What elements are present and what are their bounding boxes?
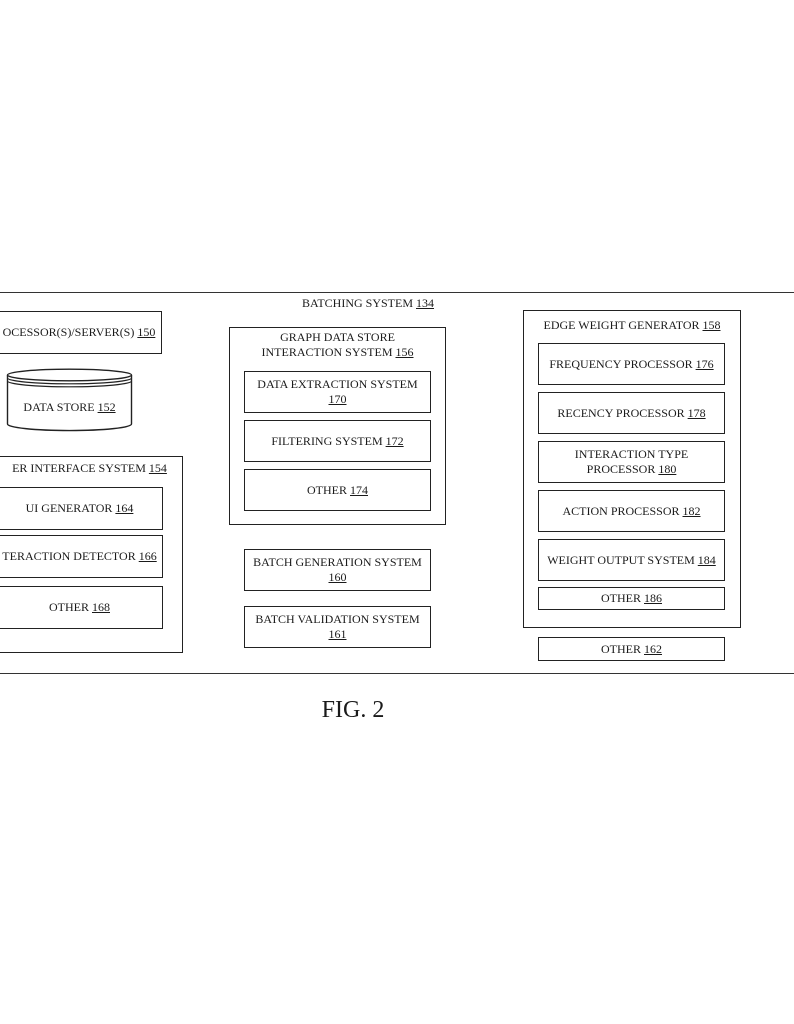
interaction-detector-ref: 166 — [138, 549, 157, 563]
figure-caption: FIG. 2 — [321, 697, 385, 723]
other-162-box: OTHER 162 — [538, 637, 725, 661]
processor-server-box: OCESSOR(S)/SERVER(S) 150 — [0, 311, 162, 354]
data-extraction-system-label: DATA EXTRACTION SYSTEM — [257, 377, 418, 391]
filtering-system-box: FILTERING SYSTEM 172 — [244, 420, 431, 462]
graph-data-store-title-line2: INTERACTION SYSTEM 156 — [230, 345, 445, 360]
other-162-label: OTHER — [601, 641, 641, 656]
other-162-ref: 162 — [644, 641, 662, 656]
batch-generation-system-label: BATCH GENERATION SYSTEM — [253, 555, 422, 569]
graph-other-ref: 174 — [350, 482, 368, 497]
edge-weight-other-box: OTHER 186 — [538, 587, 725, 610]
user-interface-system-label: ER INTERFACE SYSTEM — [12, 461, 146, 475]
frequency-processor-box: FREQUENCY PROCESSOR 176 — [538, 343, 725, 385]
frequency-processor-ref: 176 — [695, 356, 714, 371]
recency-processor-ref: 178 — [687, 405, 706, 420]
ui-generator-ref: 164 — [115, 501, 134, 515]
interaction-type-processor-label-line2: PROCESSOR — [586, 462, 656, 476]
processor-ref: 150 — [137, 325, 156, 339]
graph-other-label: OTHER — [307, 482, 347, 497]
edge-weight-other-label: OTHER — [601, 591, 641, 605]
database-icon — [6, 368, 133, 432]
interaction-type-processor-label-line1: INTERACTION TYPE — [574, 447, 689, 461]
data-store-ref: 152 — [97, 400, 116, 414]
interaction-detector-label: TERACTION DETECTOR — [2, 549, 136, 563]
user-interface-system-box: ER INTERFACE SYSTEM 154 — [0, 456, 183, 653]
graph-data-store-interaction-system-box: GRAPH DATA STORE INTERACTION SYSTEM 156 — [229, 327, 446, 525]
edge-weight-generator-ref: 158 — [702, 318, 721, 332]
batching-system-top-border — [0, 292, 794, 293]
batch-generation-system-box: BATCH GENERATION SYSTEM 160 — [244, 549, 431, 591]
filtering-system-ref: 172 — [385, 433, 404, 448]
ui-other-label: OTHER — [49, 600, 89, 614]
data-extraction-system-ref: 170 — [328, 392, 347, 406]
user-interface-system-ref: 154 — [148, 461, 167, 475]
weight-output-system-label: WEIGHT OUTPUT SYSTEM — [547, 552, 695, 567]
batch-validation-system-ref: 161 — [328, 627, 347, 641]
recency-processor-label: RECENCY PROCESSOR — [557, 405, 685, 420]
batch-generation-system-ref: 160 — [328, 570, 347, 584]
interaction-detector-box: TERACTION DETECTOR 166 — [0, 535, 163, 578]
filtering-system-label: FILTERING SYSTEM — [271, 433, 383, 448]
batching-system-title: BATCHING SYSTEM 134 — [302, 296, 434, 311]
interaction-type-processor-box: INTERACTION TYPE PROCESSOR 180 — [538, 441, 725, 483]
graph-data-store-title-label: INTERACTION SYSTEM — [261, 345, 393, 359]
ui-generator-box: UI GENERATOR 164 — [0, 487, 163, 530]
user-interface-system-title: ER INTERFACE SYSTEM 154 — [0, 461, 182, 476]
action-processor-label: ACTION PROCESSOR — [562, 503, 680, 518]
ui-generator-label: UI GENERATOR — [25, 501, 113, 515]
batching-system-ref: 134 — [416, 296, 435, 310]
graph-other-box: OTHER 174 — [244, 469, 431, 511]
processor-label: OCESSOR(S)/SERVER(S) — [2, 325, 135, 339]
weight-output-system-ref: 184 — [697, 552, 716, 567]
recency-processor-box: RECENCY PROCESSOR 178 — [538, 392, 725, 434]
weight-output-system-box: WEIGHT OUTPUT SYSTEM 184 — [538, 539, 725, 581]
action-processor-box: ACTION PROCESSOR 182 — [538, 490, 725, 532]
batch-validation-system-label: BATCH VALIDATION SYSTEM — [255, 612, 420, 626]
graph-data-store-title-line1: GRAPH DATA STORE — [280, 330, 395, 344]
batch-validation-system-box: BATCH VALIDATION SYSTEM 161 — [244, 606, 431, 648]
edge-weight-other-ref: 186 — [644, 591, 662, 605]
data-store-label: DATA STORE — [23, 400, 95, 414]
edge-weight-generator-label: EDGE WEIGHT GENERATOR — [543, 318, 700, 332]
edge-weight-generator-title: EDGE WEIGHT GENERATOR 158 — [524, 318, 740, 333]
ui-other-ref: 168 — [92, 600, 110, 614]
data-extraction-system-box: DATA EXTRACTION SYSTEM 170 — [244, 371, 431, 413]
graph-data-store-ref: 156 — [395, 345, 414, 359]
batching-system-bottom-border — [0, 673, 794, 674]
batching-system-label: BATCHING SYSTEM — [302, 296, 414, 310]
action-processor-ref: 182 — [682, 503, 701, 518]
interaction-type-processor-ref: 180 — [658, 462, 677, 476]
ui-other-box: OTHER 168 — [0, 586, 163, 629]
data-store-cylinder: DATA STORE 152 — [6, 368, 133, 432]
edge-weight-generator-box: EDGE WEIGHT GENERATOR 158 — [523, 310, 741, 628]
frequency-processor-label: FREQUENCY PROCESSOR — [549, 356, 693, 371]
